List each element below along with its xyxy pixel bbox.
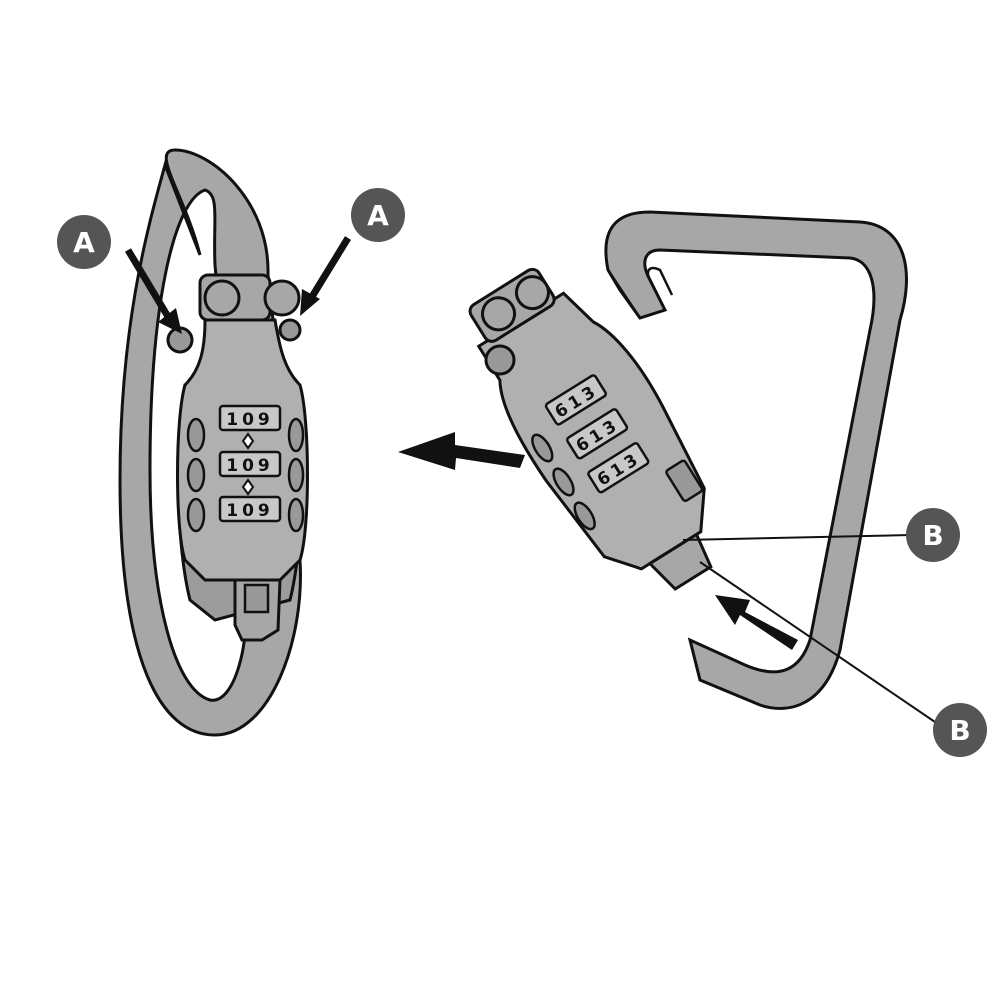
knurled-button — [484, 344, 516, 376]
diamond-marker — [241, 478, 255, 496]
callout-line — [699, 561, 936, 723]
left-gate-knob — [203, 279, 241, 317]
side-scallop — [186, 497, 206, 533]
combination-wheel: 109 — [218, 404, 282, 432]
side-scallop — [552, 467, 575, 497]
diamond-marker — [241, 432, 255, 450]
gate-latch — [647, 532, 713, 591]
callout-badge-a: A — [57, 215, 111, 269]
arrow-a-right — [300, 236, 351, 316]
callout-label: A — [367, 199, 389, 232]
combination-wheel: 109 — [218, 495, 282, 523]
wheel-digits: 109 — [226, 501, 274, 521]
side-scallop — [287, 417, 305, 453]
callout-badge-b: B — [933, 703, 987, 757]
arrow-b-press — [715, 595, 798, 650]
side-scallop — [287, 497, 305, 533]
side-scallop — [531, 433, 554, 463]
release-slider — [665, 459, 704, 502]
side-scallop — [573, 501, 596, 531]
callout-label: A — [73, 226, 95, 259]
locked-carabiner: 109 109 109 — [118, 148, 309, 737]
arrow-a-left — [124, 248, 182, 334]
combination-wheel: 109 — [218, 450, 282, 478]
wheel-digits: 109 — [226, 456, 274, 476]
side-scallop — [186, 417, 206, 453]
nose-hook — [606, 266, 674, 320]
callout-badge-a: A — [351, 188, 405, 242]
callout-badge-b: B — [906, 508, 960, 562]
callout-line — [682, 534, 911, 541]
gate-knob — [481, 296, 517, 332]
open-carabiner: 613 613 613 — [468, 210, 908, 710]
callout-label: B — [922, 519, 943, 552]
direction-arrow — [398, 432, 525, 470]
right-gate-knob — [263, 279, 301, 317]
side-scallop — [287, 457, 305, 493]
callout-label: B — [949, 714, 970, 747]
right-knurled-button — [278, 318, 302, 342]
side-scallop — [186, 457, 206, 493]
wheel-digits: 109 — [226, 410, 274, 430]
carabiner-body — [604, 210, 908, 710]
gate-knob — [514, 275, 550, 311]
